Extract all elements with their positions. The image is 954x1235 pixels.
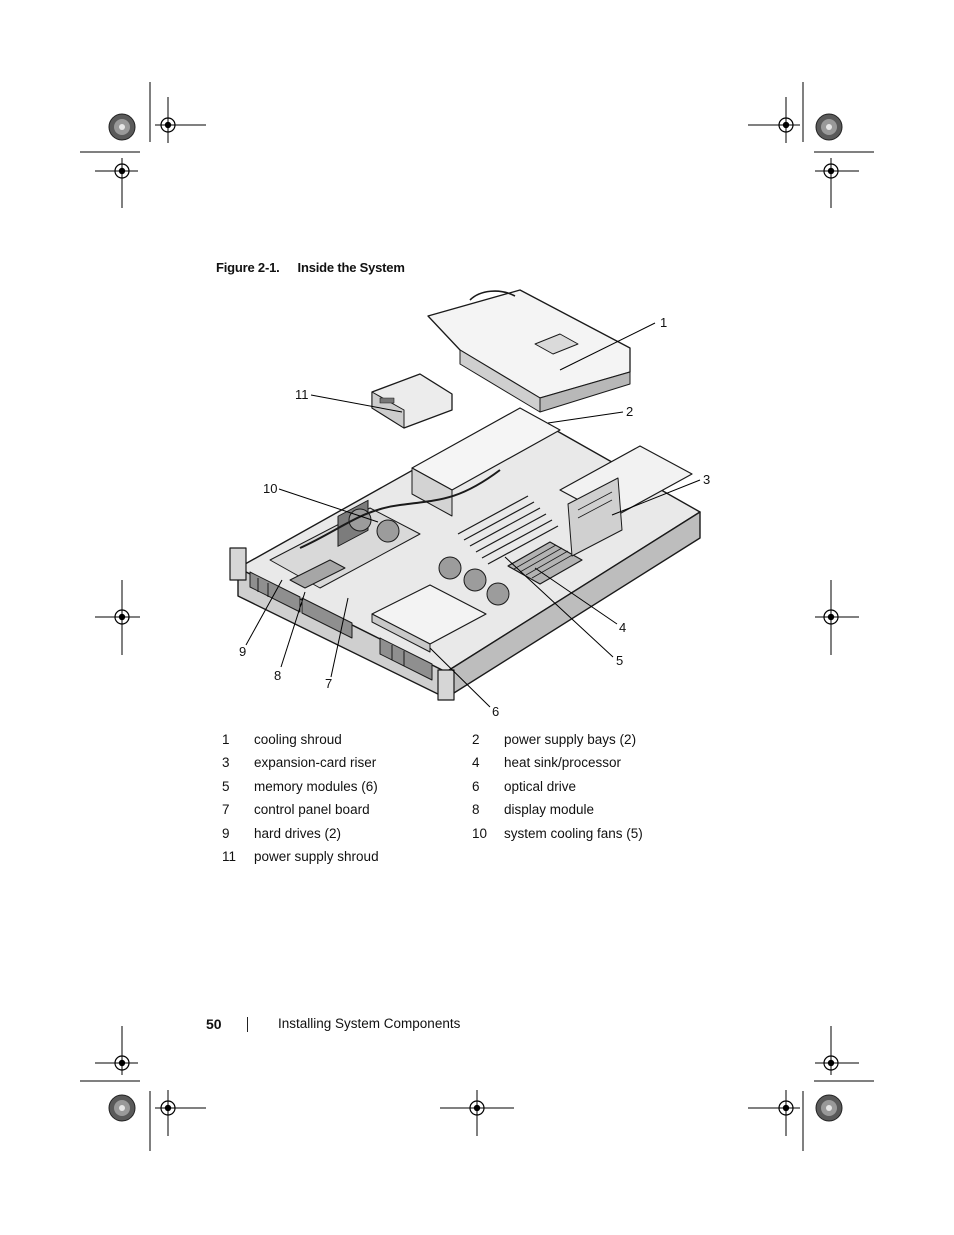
figure-title: Inside the System	[297, 260, 405, 275]
callout-8: 8	[274, 668, 282, 683]
cable-bundle	[299, 469, 501, 549]
callout-4: 4	[619, 620, 627, 635]
callout-6: 6	[492, 704, 500, 719]
chassis-ear-left	[229, 547, 247, 581]
callout-7: 7	[325, 676, 333, 691]
legend-number: 3	[222, 755, 230, 770]
page-number: 50	[206, 1016, 222, 1032]
legend-number: 6	[472, 779, 480, 794]
cooling-shroud	[427, 289, 631, 413]
legend-number: 2	[472, 732, 480, 747]
legend-label: heat sink/processor	[504, 755, 622, 770]
callout-1: 1	[660, 315, 668, 330]
server-illustration	[229, 289, 701, 701]
legend-label: power supply bays (2)	[504, 732, 637, 747]
legend-label: optical drive	[504, 779, 577, 794]
legend-number: 10	[472, 826, 488, 841]
callout-11: 11	[295, 387, 309, 402]
legend-number: 8	[472, 802, 480, 817]
display-module	[289, 559, 346, 589]
legend-number: 5	[222, 779, 230, 794]
legend-label: power supply shroud	[254, 849, 379, 864]
legend-number: 9	[222, 826, 230, 841]
legend-label: expansion-card riser	[254, 755, 377, 770]
power-supply-shroud	[371, 373, 453, 429]
callout-2: 2	[626, 404, 634, 419]
registration-mark-top-left	[80, 82, 206, 208]
registration-mark-bottom-left	[80, 1026, 206, 1151]
legend-label: memory modules (6)	[254, 779, 378, 794]
legend-label: hard drives (2)	[254, 826, 342, 841]
chassis-ear-right	[437, 669, 455, 701]
legend-number: 4	[472, 755, 480, 770]
legend-number: 1	[222, 732, 230, 747]
registration-mark-mid-right	[815, 580, 859, 655]
figure-number: Figure 2-1.	[216, 260, 280, 275]
callout-3: 3	[703, 472, 711, 487]
registration-mark-top-right	[748, 82, 874, 208]
legend-label: display module	[504, 802, 595, 817]
registration-mark-bottom-right	[748, 1026, 874, 1151]
memory-modules	[457, 495, 559, 565]
registration-mark-mid-left	[95, 580, 140, 655]
footer-divider	[247, 1017, 248, 1032]
callout-leaders	[245, 322, 701, 708]
legend-label: control panel board	[254, 802, 370, 817]
legend-label: cooling shroud	[254, 732, 342, 747]
legend-label: system cooling fans (5)	[504, 826, 643, 841]
registration-mark-bottom-center	[440, 1090, 514, 1136]
callout-5: 5	[616, 653, 624, 668]
legend-number: 7	[222, 802, 230, 817]
legend-number: 11	[222, 849, 237, 864]
figure-caption: Figure 2-1. Inside the System	[216, 260, 405, 275]
system-cooling-fans	[337, 499, 510, 606]
callout-9: 9	[239, 644, 247, 659]
footer-section-title: Installing System Components	[278, 1016, 461, 1031]
heat-sink	[507, 541, 583, 585]
callout-10: 10	[263, 481, 278, 496]
